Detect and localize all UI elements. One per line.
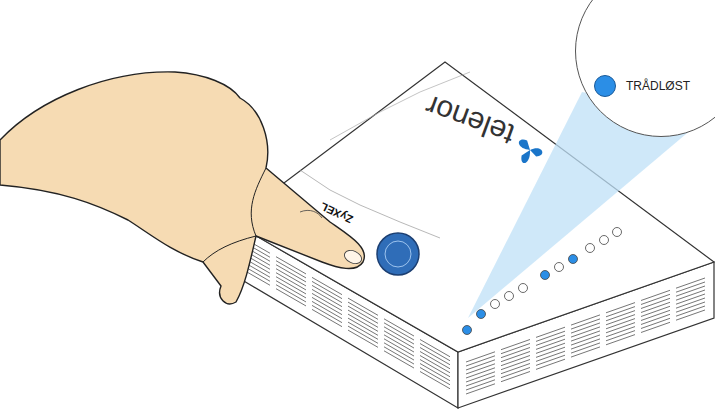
led-indicator: [594, 75, 616, 97]
vent-slat: [348, 326, 378, 343]
vent-slat: [348, 330, 378, 347]
led: [613, 228, 622, 237]
vent-slat: [276, 281, 306, 298]
finger-line: [203, 236, 256, 262]
led: [555, 263, 564, 272]
led: [491, 300, 500, 309]
vent-slat: [312, 305, 342, 322]
vent-slat: [501, 371, 530, 381]
vent-slat: [571, 347, 600, 357]
vent-slat: [420, 368, 450, 385]
vent-slat: [348, 322, 378, 339]
led: [519, 284, 528, 293]
finger-line: [251, 168, 266, 236]
led: [569, 255, 578, 264]
vent-slat: [312, 309, 342, 326]
vent-slat: [641, 322, 670, 332]
wps-button: [377, 233, 419, 275]
led: [600, 236, 609, 245]
led: [586, 244, 595, 253]
led-label: TRÅDLØST: [626, 79, 690, 93]
hand: [0, 72, 364, 304]
led: [463, 326, 472, 335]
vent-slat: [312, 301, 342, 318]
vent-slat: [466, 384, 495, 394]
led: [505, 292, 514, 301]
fingernail: [342, 248, 363, 266]
vent-slat: [276, 289, 306, 306]
led: [477, 310, 486, 319]
vent-slat: [384, 351, 414, 368]
wps-button: [385, 241, 411, 267]
vent-slat: [536, 359, 565, 369]
vent-slat: [384, 343, 414, 360]
led: [541, 271, 550, 280]
callout-row: TRÅDLØST: [594, 75, 690, 97]
telenor-mark: [513, 138, 545, 168]
vent-slat: [384, 347, 414, 364]
vent-slat: [606, 335, 635, 345]
vent-slat: [276, 285, 306, 302]
vent-slat: [676, 310, 705, 320]
vent-slat: [420, 364, 450, 381]
vent-slat: [420, 372, 450, 389]
